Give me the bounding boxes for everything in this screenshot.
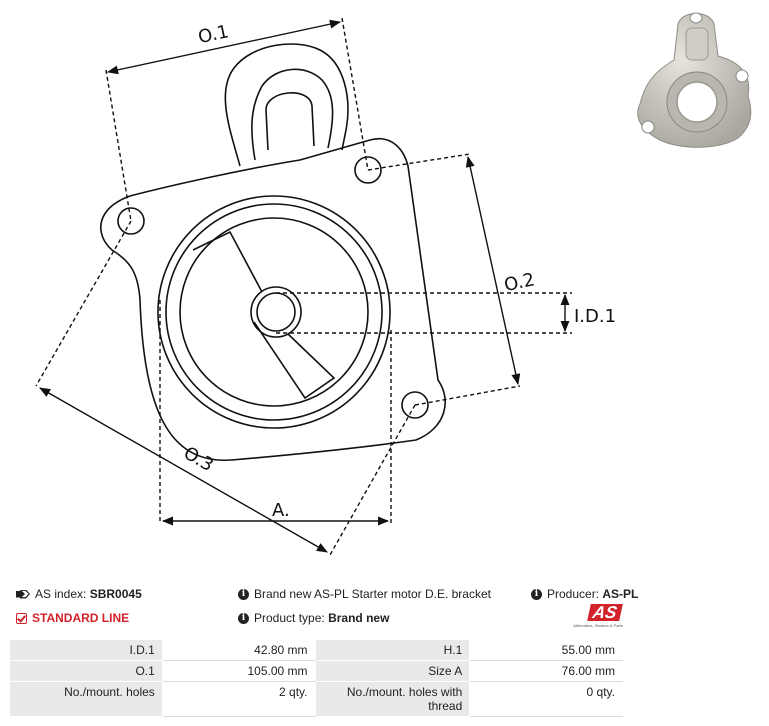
description: i Brand new AS-PL Starter motor D.E. bra… [238, 587, 491, 601]
spec-value: 55.00 mm [469, 639, 623, 661]
top-lug-slot [265, 92, 315, 151]
dash-o3-left [35, 220, 132, 387]
product-type-label: Product type: [254, 611, 325, 625]
table-row: No./mount. holes 2 qty. No./mount. holes… [9, 681, 623, 717]
producer-logo: AS Alternators, Starters & Parts [563, 603, 623, 632]
spec-key: No./mount. holes with thread [314, 681, 471, 717]
producer-value: AS-PL [602, 587, 639, 601]
technical-drawing: O.1 O.2 O.3 I.D.1 A. [35, 17, 616, 556]
dash-o1-left [105, 69, 132, 222]
info-icon: i [238, 588, 249, 600]
dash-o2-top [367, 153, 471, 171]
label-id1: I.D.1 [574, 306, 616, 327]
info-icon: i [531, 588, 542, 600]
dash-o2-bottom [414, 385, 521, 406]
dash-o3-right [329, 404, 416, 556]
dim-o1-arrow [106, 19, 342, 75]
spec-key: Size A [314, 660, 471, 682]
label-o1: O.1 [196, 21, 230, 48]
spec-table: I.D.1 42.80 mm H.1 55.00 mm O.1 105.00 m… [9, 639, 623, 717]
logo-tagline: Alternators, Starters & Parts [573, 623, 623, 628]
dim-o3-arrow [39, 387, 328, 553]
spec-value: 105.00 mm [161, 660, 316, 682]
spec-value: 0 qty. [469, 681, 623, 717]
dim-o2-arrow [465, 155, 521, 386]
check-square-icon [16, 612, 27, 624]
label-o2: O.2 [502, 269, 536, 296]
producer: i Producer: AS-PL [531, 587, 638, 601]
producer-label: Producer: [547, 587, 600, 601]
top-lug-inner [251, 68, 334, 161]
product-type: i Product type: Brand new [238, 611, 389, 625]
table-row: O.1 105.00 mm Size A 76.00 mm [9, 660, 623, 682]
as-index-label: AS index: [35, 587, 87, 601]
spec-value: 76.00 mm [469, 660, 623, 682]
flange-outline [99, 137, 446, 461]
table-row: I.D.1 42.80 mm H.1 55.00 mm [9, 639, 623, 661]
sector-cut [192, 230, 336, 400]
description-text: Brand new AS-PL Starter motor D.E. brack… [254, 587, 491, 601]
bore-inner [179, 217, 369, 407]
info-row-2: STANDARD LINE i Product type: Brand new [0, 611, 769, 631]
spec-value: 2 qty. [161, 681, 316, 717]
spec-key: O.1 [9, 660, 163, 682]
standard-line: STANDARD LINE [16, 611, 129, 625]
standard-line-text: STANDARD LINE [32, 611, 130, 625]
spec-key: H.1 [314, 639, 471, 661]
product-photo [637, 12, 752, 148]
label-a: A. [272, 500, 290, 521]
as-index: AS index: SBR0045 [16, 587, 142, 601]
spec-key: I.D.1 [9, 639, 163, 661]
shaft-outer [250, 286, 302, 338]
info-icon: i [238, 612, 249, 624]
spec-value: 42.80 mm [161, 639, 316, 661]
dash-o1-right [341, 17, 369, 171]
top-lug-outline [224, 43, 349, 167]
mount-hole-right-top [354, 156, 382, 184]
spec-key: No./mount. holes [9, 681, 163, 717]
shaft-inner [256, 292, 296, 332]
bore-middle [165, 203, 383, 421]
product-type-value: Brand new [328, 611, 390, 625]
as-index-value: SBR0045 [89, 587, 142, 601]
tag-icon [16, 590, 30, 599]
mount-hole-left [117, 207, 145, 235]
bore-outer [157, 195, 391, 429]
mount-hole-right-bottom [401, 391, 429, 419]
logo-mark: AS [587, 603, 623, 622]
info-row-1: AS index: SBR0045 i Brand new AS-PL Star… [0, 587, 769, 607]
